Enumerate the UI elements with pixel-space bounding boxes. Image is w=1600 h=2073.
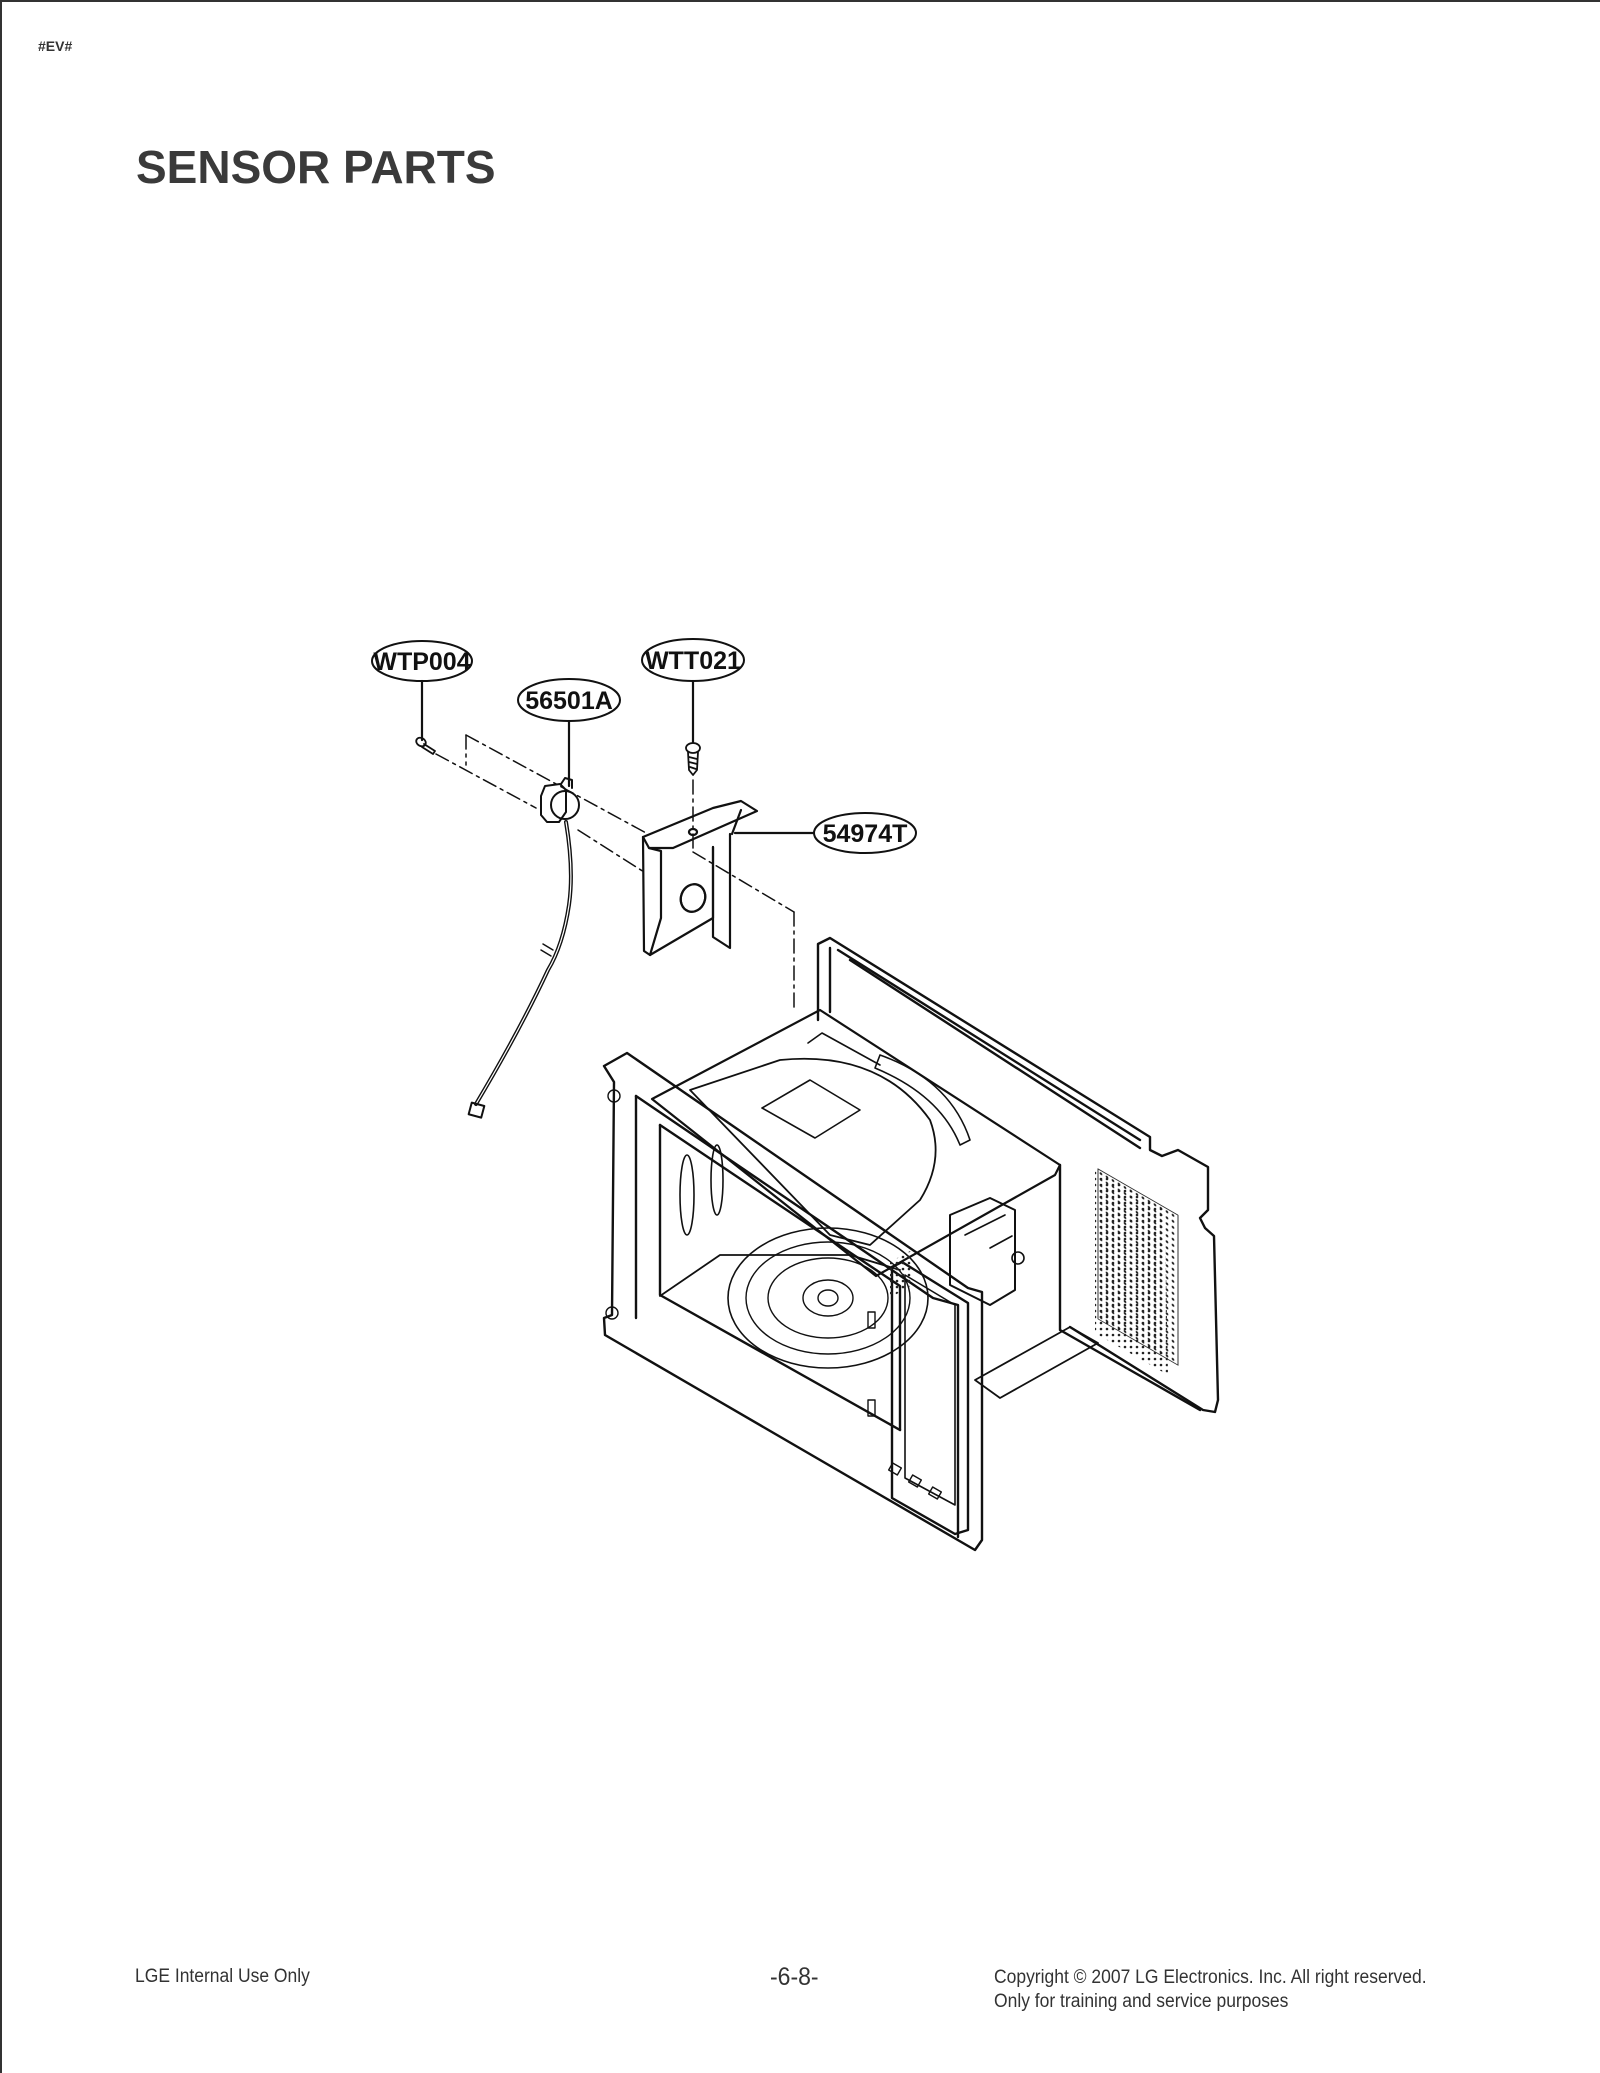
doc-code: #EV# <box>38 38 73 54</box>
footer-internal-use: LGE Internal Use Only <box>135 1966 310 1987</box>
page-title: SENSOR PARTS <box>136 141 496 193</box>
callout-label-WTP004: WTP004 <box>373 648 470 676</box>
callout-WTT021 <box>641 638 745 744</box>
callout-label-54974T: 54974T <box>823 820 908 848</box>
callout-56501A <box>517 678 621 788</box>
vent-mesh <box>890 1170 1168 1375</box>
callout-WTP004 <box>371 640 473 742</box>
sensor-56501A <box>467 777 580 1119</box>
callout-label-56501A: 56501A <box>525 687 613 715</box>
callout-label-WTT021: WTT021 <box>645 647 741 675</box>
callout-54974T <box>733 812 917 854</box>
footer-copyright: Copyright © 2007 LG Electronics. Inc. Al… <box>994 1966 1427 2014</box>
copyright-line-1: Copyright © 2007 LG Electronics. Inc. Al… <box>994 1967 1427 1988</box>
screw-WTP004 <box>415 736 436 755</box>
screw-WTT021 <box>685 742 701 776</box>
bracket-54974T <box>641 799 759 957</box>
page-number: -6-8- <box>770 1963 819 1991</box>
copyright-line-2: Only for training and service purposes <box>994 1991 1289 2012</box>
assembly-lines <box>435 734 795 1011</box>
